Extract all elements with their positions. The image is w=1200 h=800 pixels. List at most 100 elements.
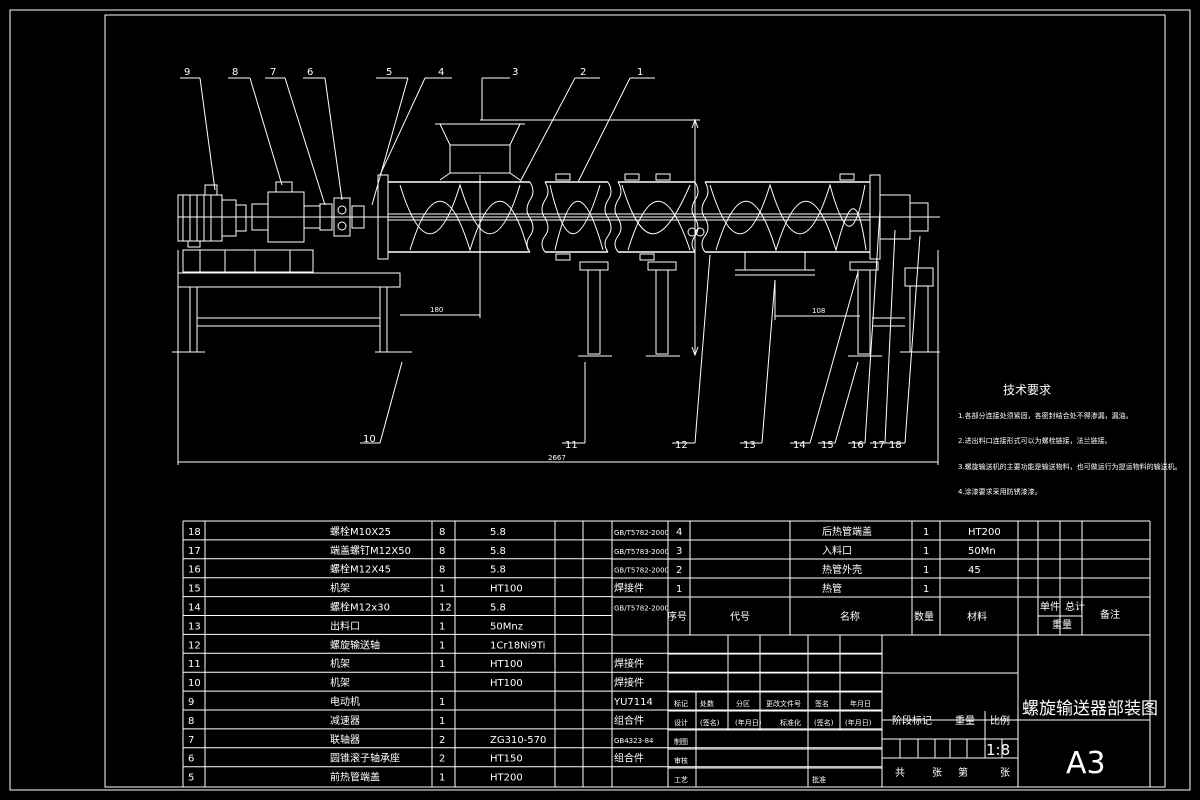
part-label-10: 10 xyxy=(363,434,376,445)
bom-no: 9 xyxy=(188,697,194,708)
bom-no: 5 xyxy=(188,773,194,784)
bom-name: 联轴器 xyxy=(330,733,360,746)
bom-right-material: HT200 xyxy=(968,527,1001,538)
tech-item-3: 3.螺旋输送机的主要功能是输送物料，也可做运行为提运物料的输送机。 xyxy=(958,462,1182,471)
part-label-16: 16 xyxy=(851,440,864,451)
outlet xyxy=(735,252,815,276)
bom-material: 5.8 xyxy=(490,546,506,557)
bom-code: 组合件 xyxy=(614,714,644,727)
bom-no: 13 xyxy=(188,621,201,632)
hdr-seq: 序号 xyxy=(667,610,687,623)
bom-qty: 12 xyxy=(439,603,452,614)
tb-sheets: 张 xyxy=(932,767,942,779)
flange-bolts xyxy=(555,173,855,261)
tb-docno: 更改文件号 xyxy=(766,699,801,708)
tb-standard: 标准化 xyxy=(780,718,801,727)
bom-qty: 1 xyxy=(439,716,445,727)
bom-qty: 1 xyxy=(439,640,445,651)
hdr-remark: 备注 xyxy=(1100,608,1120,621)
tb-zone: 分区 xyxy=(736,699,750,708)
part-label-8: 8 xyxy=(232,67,238,78)
dim-108: 108 xyxy=(812,307,825,315)
bom-right-name: 热管外壳 xyxy=(822,563,862,576)
bom-name: 出料口 xyxy=(330,619,360,632)
bom-name: 螺栓M10X25 xyxy=(330,525,391,538)
bom-material: 5.8 xyxy=(490,527,506,538)
bom-qty: 1 xyxy=(439,773,445,784)
bom-no: 10 xyxy=(188,678,201,689)
inner-frame xyxy=(104,14,1166,788)
bom-no: 16 xyxy=(188,565,201,576)
part-label-7: 7 xyxy=(270,67,276,78)
tech-item-2: 2.进出料口连接形式可以为螺栓链接，法兰链接。 xyxy=(958,436,1112,445)
bom-material: HT150 xyxy=(490,754,523,765)
tb-weight: 重量 xyxy=(955,714,975,727)
bom-no: 11 xyxy=(188,659,201,670)
bom-name: 机架 xyxy=(330,582,350,595)
hdr-code: 代号 xyxy=(730,611,750,623)
outer-frame xyxy=(9,9,1191,791)
bom-material: HT100 xyxy=(490,584,523,595)
tb-drafting: 制图 xyxy=(674,737,688,746)
bom-right-qty: 1 xyxy=(923,527,929,538)
bom-no: 18 xyxy=(188,527,201,538)
bom-right-name: 热管 xyxy=(822,582,842,595)
part-label-14: 14 xyxy=(793,440,806,451)
bom-code: 组合件 xyxy=(614,752,644,765)
bom-no: 15 xyxy=(188,584,201,595)
bom-qty: 2 xyxy=(439,754,445,765)
bom-name: 减速器 xyxy=(330,715,360,727)
tech-item-1: 1.各部分连接处须紧固，各密封结合处不得渗漏，漏油。 xyxy=(958,411,1133,420)
bom-no: 8 xyxy=(188,716,194,727)
part-label-5: 5 xyxy=(386,67,392,78)
bom-material: HT100 xyxy=(490,678,523,689)
tb-date: 年月日 xyxy=(850,699,871,708)
bom-code: 焊接件 xyxy=(614,582,644,595)
bom-material: 5.8 xyxy=(490,565,506,576)
bom-material: ZG310-570 xyxy=(490,735,546,746)
tb-date-paren-2: (年月日) xyxy=(845,718,872,727)
hdr-weight: 重量 xyxy=(1052,618,1072,631)
part-label-2: 2 xyxy=(580,67,586,78)
bom-right-material: 50Mn xyxy=(968,546,996,557)
bom-right-qty: 1 xyxy=(923,546,929,557)
hdr-unit-weight: 单件 xyxy=(1040,601,1060,613)
tb-total-sheets: 共 xyxy=(895,767,905,779)
tech-requirements: 技术要求 1.各部分连接处须紧固，各密封结合处不得渗漏，漏油。 2.进出料口连接… xyxy=(958,383,1182,496)
bom-name: 端盖螺钉M12X50 xyxy=(330,544,411,557)
part-label-3: 3 xyxy=(512,67,518,78)
bom-material: HT100 xyxy=(490,659,523,670)
bom-no: 12 xyxy=(188,640,201,651)
bom-right-no: 1 xyxy=(676,584,682,595)
hdr-material: 材料 xyxy=(967,610,987,623)
bom-qty: 8 xyxy=(439,565,445,576)
bom-qty: 1 xyxy=(439,697,445,708)
bom-material: 50Mnz xyxy=(490,621,523,632)
supports xyxy=(578,261,940,357)
bom-right-material: 45 xyxy=(968,565,981,576)
bom-no: 17 xyxy=(188,546,201,557)
casing xyxy=(377,174,929,260)
machine-view: 180 2667 108 9 8 xyxy=(172,67,940,465)
tb-process: 工艺 xyxy=(674,776,688,784)
inlet-hopper xyxy=(435,123,525,181)
tb-scale-value: 1:8 xyxy=(986,741,1010,759)
tb-scale: 比例 xyxy=(990,714,1010,727)
tb-sign-paren-2: (签名) xyxy=(814,718,834,727)
bom-code: GB/T5783-2000 xyxy=(614,548,669,556)
bom-right-no: 3 xyxy=(676,546,682,557)
tech-item-4: 4.涂漆要求采用防锈漆漆。 xyxy=(958,487,1042,496)
bom-no: 14 xyxy=(188,603,201,614)
bom-name: 机架 xyxy=(330,676,350,689)
part-label-4: 4 xyxy=(438,67,444,78)
bom-right-no: 2 xyxy=(676,565,682,576)
tb-review: 审核 xyxy=(674,756,688,765)
motor xyxy=(177,184,247,248)
dimension-lines: 180 2667 108 xyxy=(177,118,939,465)
tb-sheet-no: 第 xyxy=(958,766,968,779)
hdr-qty: 数量 xyxy=(914,610,934,623)
